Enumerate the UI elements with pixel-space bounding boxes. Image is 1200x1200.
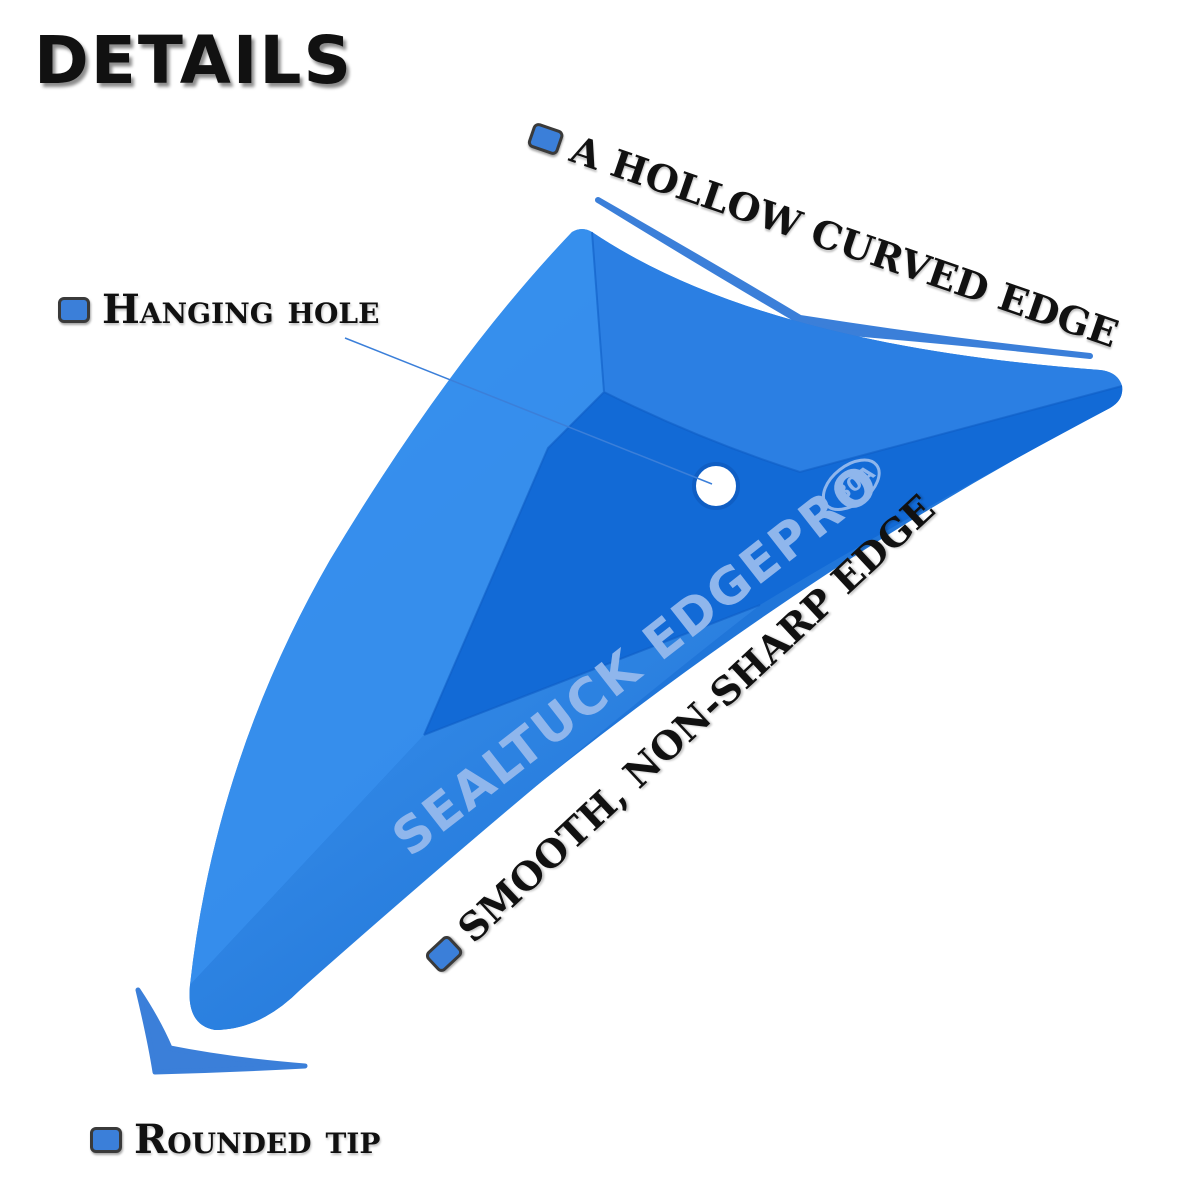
squeegee-face-inner bbox=[424, 386, 1123, 735]
label-rounded-tip: Rounded tip bbox=[90, 1116, 380, 1163]
square-bullet-icon bbox=[58, 296, 90, 323]
label-text: Hanging hole bbox=[102, 286, 380, 333]
hardness-badge bbox=[822, 458, 881, 511]
page-title: DETAILS bbox=[34, 22, 353, 99]
square-bullet-icon bbox=[526, 120, 566, 156]
hanging-hole-leader bbox=[344, 337, 713, 485]
label-hanging-hole: Hanging hole bbox=[58, 286, 379, 333]
ridge-lines bbox=[423, 231, 1123, 736]
hollow-edge-swoosh bbox=[595, 197, 1093, 359]
hanging-hole bbox=[692, 462, 740, 510]
rounded-tip-swoosh bbox=[135, 987, 308, 1075]
label-text: Rounded tip bbox=[134, 1116, 381, 1163]
squeegee-bevel-top bbox=[592, 232, 1122, 472]
squeegee-face-lower bbox=[189, 605, 761, 1030]
squeegee-face-left bbox=[190, 229, 604, 985]
square-bullet-icon bbox=[90, 1126, 122, 1153]
